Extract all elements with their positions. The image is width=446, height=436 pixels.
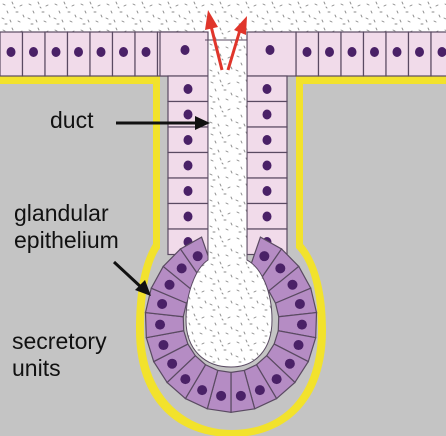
surface-epithelium-left <box>0 31 181 77</box>
nucleus <box>284 358 295 369</box>
nucleus <box>6 47 16 57</box>
nucleus <box>437 47 446 57</box>
nucleus <box>164 279 175 290</box>
nucleus <box>259 251 270 262</box>
nucleus <box>96 47 106 57</box>
nucleus <box>262 186 272 196</box>
label-secretory-units: secretory units <box>12 328 107 382</box>
label-units-line: units <box>12 355 61 381</box>
label-glandular-epithelium: glandular epithelium <box>14 200 119 254</box>
nucleus <box>262 84 272 94</box>
nucleus <box>235 390 246 401</box>
nucleus <box>294 298 305 309</box>
nucleus <box>157 298 168 309</box>
nucleus <box>180 374 191 385</box>
nucleus <box>265 45 275 55</box>
nucleus <box>176 263 187 274</box>
nucleus <box>296 319 307 330</box>
nucleus <box>370 47 379 57</box>
nucleus <box>183 135 193 145</box>
nucleus <box>29 47 38 57</box>
nucleus <box>183 160 193 171</box>
duct-epithelium <box>159 31 297 256</box>
surface-epithelium-right <box>295 31 446 77</box>
label-duct: duct <box>50 107 94 133</box>
nucleus <box>254 385 265 396</box>
nucleus <box>287 279 298 290</box>
nucleus <box>347 47 357 57</box>
red-secretion-arrows-icon <box>205 10 247 71</box>
nucleus <box>392 47 402 57</box>
nucleus <box>183 186 193 196</box>
duct-lumen <box>185 39 273 368</box>
epithelium-pointer-arrow-icon <box>112 260 144 290</box>
nucleus <box>197 385 208 396</box>
label-epithelium-line: epithelium <box>14 227 119 253</box>
nucleus <box>158 340 169 351</box>
nucleus <box>271 374 282 385</box>
nucleus <box>192 251 203 262</box>
nucleus <box>51 47 61 57</box>
nucleus <box>262 135 272 145</box>
nucleus <box>119 47 128 57</box>
nucleus <box>183 109 193 120</box>
nucleus <box>415 47 424 57</box>
nucleus <box>302 47 312 57</box>
label-glandular-line: glandular <box>14 200 109 226</box>
pointer-arrows <box>112 116 210 296</box>
nucleus <box>216 390 227 401</box>
nucleus <box>183 84 193 94</box>
nucleus <box>325 47 334 57</box>
nucleus <box>180 45 190 55</box>
nucleus <box>262 109 272 120</box>
nucleus <box>183 211 193 222</box>
duct-cell <box>246 177 288 205</box>
nucleus <box>262 160 272 171</box>
nucleus <box>275 263 286 274</box>
nucleus <box>155 319 166 330</box>
nucleus <box>262 211 272 222</box>
nucleus <box>293 340 304 351</box>
label-secretory-line: secretory <box>12 328 107 354</box>
nucleus <box>141 47 151 57</box>
nucleus <box>74 47 83 57</box>
nucleus <box>167 358 178 369</box>
